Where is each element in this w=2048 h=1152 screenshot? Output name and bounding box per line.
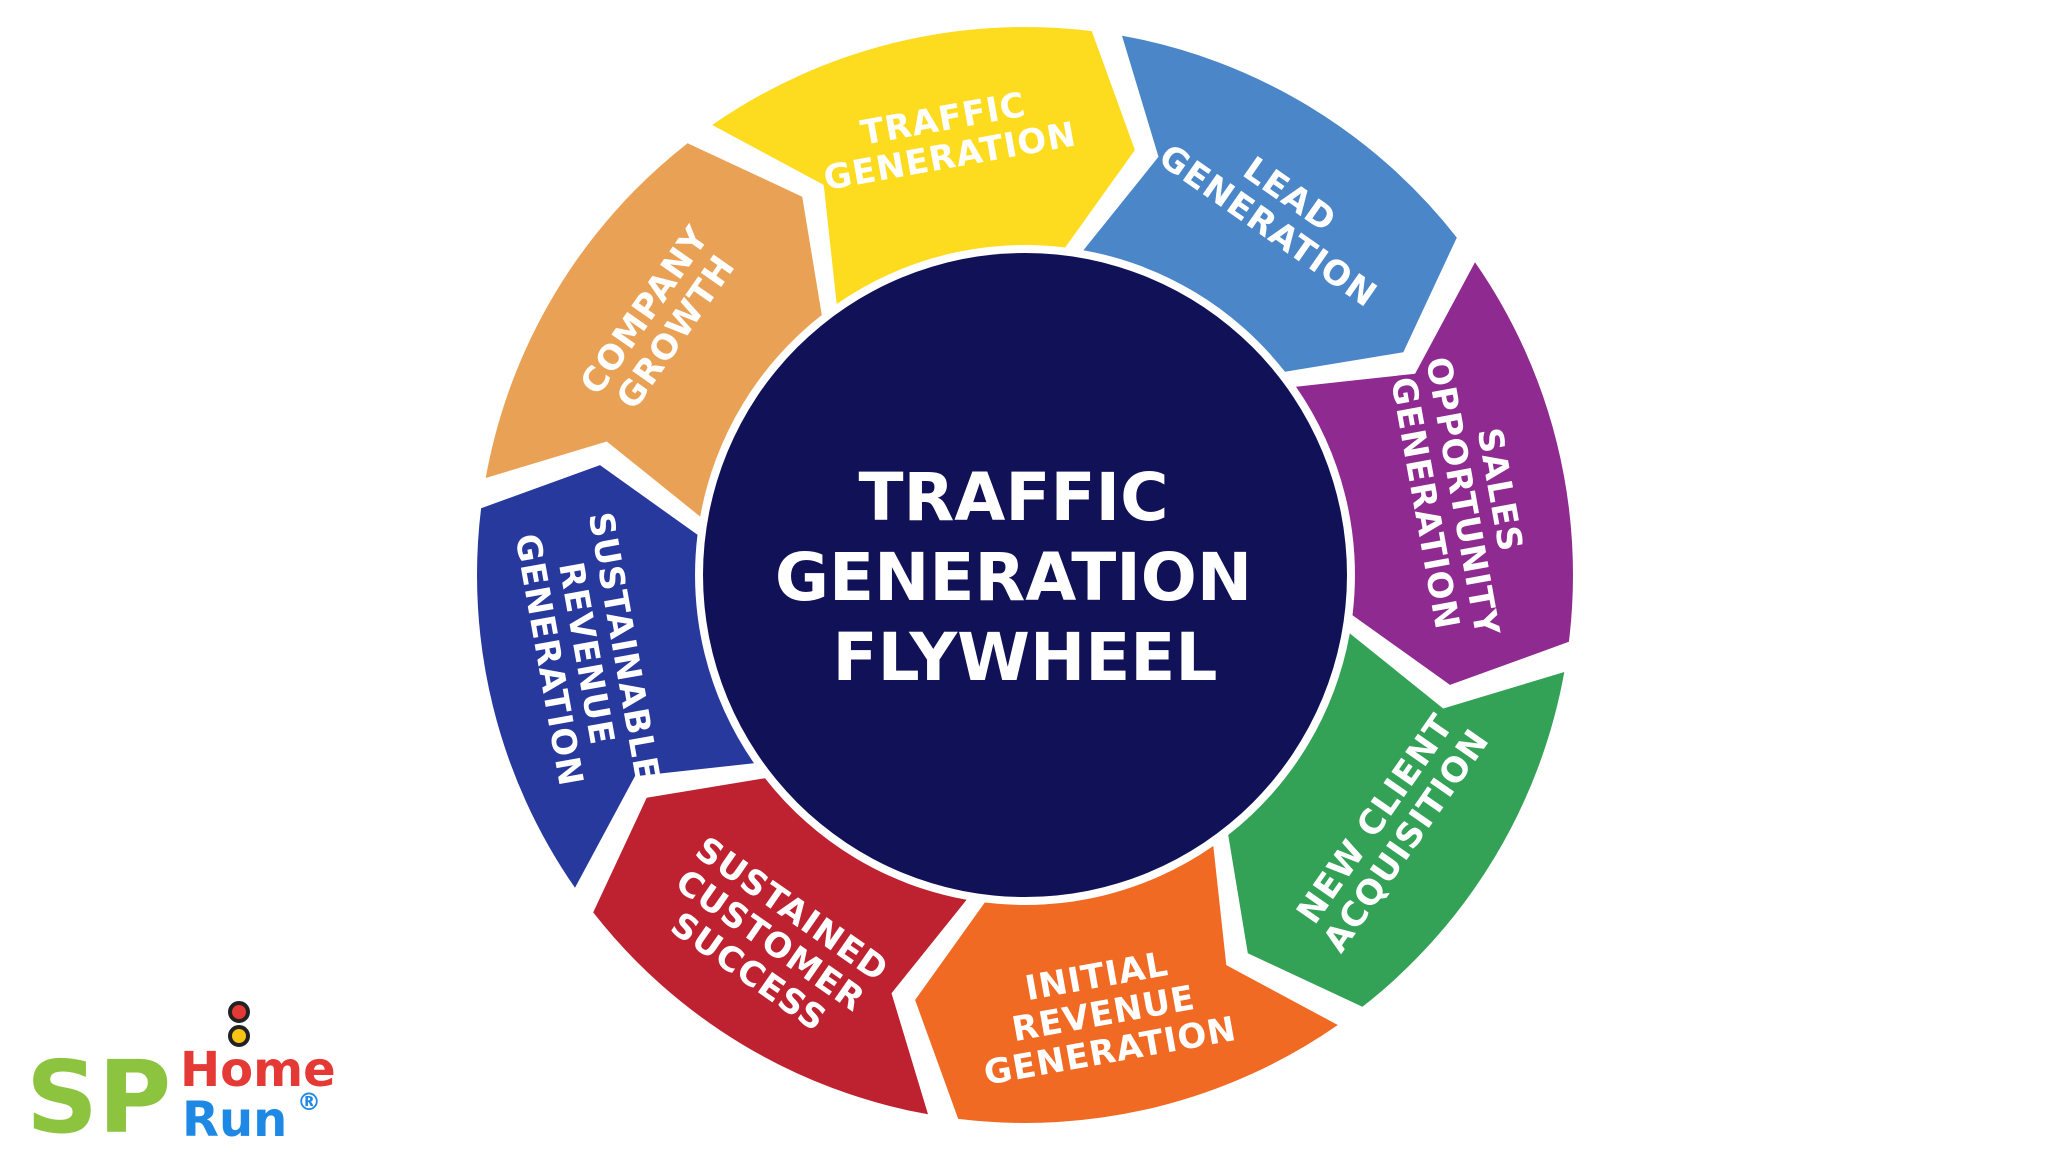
logo-sp-text: SP: [26, 1039, 171, 1152]
hub-title-line-3: FLYWHEEL: [833, 619, 1218, 696]
flywheel-segments: [477, 27, 1573, 1123]
flywheel-segment-arrow: [1228, 633, 1565, 1007]
flywheel-segment-arrow: [477, 465, 754, 888]
traffic-light-red-icon: [228, 1001, 250, 1023]
logo-run-text: Run: [182, 1092, 287, 1148]
logo-registered-mark: ®: [297, 1088, 321, 1116]
sp-home-run-logo: SP Home Run ®: [26, 1001, 336, 1152]
flywheel-segment-arrow: [1296, 262, 1573, 685]
flywheel-segment-arrow: [1083, 35, 1457, 372]
hub-title-line-1: TRAFFIC: [858, 459, 1168, 536]
flywheel-segment-arrow: [593, 778, 967, 1115]
hub-title: TRAFFIC GENERATION FLYWHEEL: [775, 459, 1275, 696]
flywheel-segment-arrow: [915, 846, 1338, 1123]
flywheel-hub: [703, 253, 1347, 897]
traffic-light-yellow-icon: [228, 1025, 250, 1047]
logo-home-text: Home: [180, 1042, 336, 1098]
hub-title-line-2: GENERATION: [775, 539, 1252, 616]
flywheel-segment-label: TRAFFICGENERATION: [814, 77, 1080, 199]
flywheel-segment-arrow: [712, 27, 1135, 305]
flywheel-segment-arrow: [485, 143, 822, 517]
